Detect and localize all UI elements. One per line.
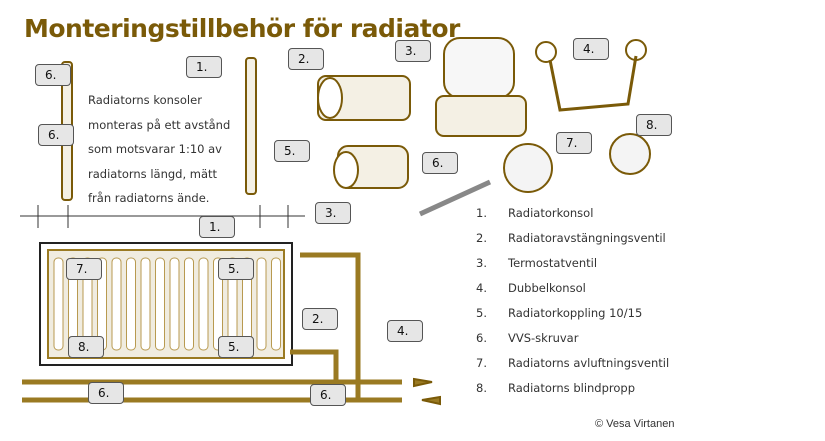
pipes xyxy=(22,252,402,403)
legend-num: 5. xyxy=(476,306,487,320)
callout: 6. xyxy=(310,384,346,406)
legend-label: Dubbelkonsol xyxy=(508,281,586,295)
thermostat-valve-3 xyxy=(443,37,515,99)
callout: 3. xyxy=(315,202,351,224)
page-title: Monteringstillbehör för radiator xyxy=(24,14,460,43)
callout: 6. xyxy=(35,64,71,86)
radiator-fin xyxy=(169,257,180,351)
radiator-fin xyxy=(111,257,122,351)
legend-num: 4. xyxy=(476,281,487,295)
radiator-fin xyxy=(126,257,136,351)
legend-item: 6. VVS-skruvar xyxy=(472,331,669,356)
callout: 3. xyxy=(395,40,431,62)
callout: 6. xyxy=(38,124,74,146)
mounting-note: Radiatorns konsoler monteras på ett avst… xyxy=(88,88,230,211)
legend-label: Radiatorkoppling 10/15 xyxy=(508,306,643,320)
callout: 7. xyxy=(556,132,592,154)
radiator-fin xyxy=(184,257,194,351)
callout: 7. xyxy=(66,258,102,280)
radiator-fin xyxy=(271,257,281,351)
legend-item: 7. Radiatorns avluftningsventil xyxy=(472,356,669,381)
radiator-fin xyxy=(140,257,151,351)
callout: 6. xyxy=(422,152,458,174)
legend-item: 8. Radiatorns blindpropp xyxy=(472,381,669,406)
legend-label: Radiatoravstängningsventil xyxy=(508,231,666,245)
note-line: monteras på ett avstånd xyxy=(88,117,231,132)
legend-item: 2. Radiatoravstängningsventil xyxy=(472,231,669,256)
callout: 8. xyxy=(636,114,672,136)
legend-num: 7. xyxy=(476,356,487,370)
plug-8 xyxy=(609,133,651,175)
callout: 5. xyxy=(218,336,254,358)
callout: 5. xyxy=(274,140,310,162)
legend-num: 8. xyxy=(476,381,487,395)
screw-6 xyxy=(418,179,492,217)
legend-num: 3. xyxy=(476,256,487,270)
arrow-right-icon xyxy=(413,377,433,388)
legend-item: 4. Dubbelkonsol xyxy=(472,281,669,306)
note-line: från radiatorns ände. xyxy=(88,191,210,205)
legend-num: 6. xyxy=(476,331,487,345)
legend-label: VVS-skruvar xyxy=(508,331,579,345)
radiator-fin xyxy=(53,257,64,351)
callout: 4. xyxy=(573,38,609,60)
note-line: som motsvarar 1:10 av xyxy=(88,142,222,156)
callout: 2. xyxy=(302,308,338,330)
callout: 2. xyxy=(288,48,324,70)
legend-label: Radiatorkonsol xyxy=(508,206,594,220)
legend-num: 2. xyxy=(476,231,487,245)
callout: 6. xyxy=(88,382,124,404)
radiator-fin xyxy=(256,257,267,351)
legend-num: 1. xyxy=(476,206,487,220)
note-line: Radiatorns konsoler xyxy=(88,93,202,107)
vent-7 xyxy=(503,143,553,193)
copyright: © Vesa Virtanen xyxy=(595,418,675,430)
legend-item: 5. Radiatorkoppling 10/15 xyxy=(472,306,669,331)
double-bracket-4 xyxy=(548,55,638,112)
radiator-fin xyxy=(155,257,165,351)
parts-legend: 1. Radiatorkonsol 2. Radiatoravstängningsv… xyxy=(472,206,669,406)
legend-label: Termostatventil xyxy=(508,256,598,270)
legend-label: Radiatorns avluftningsventil xyxy=(508,356,670,370)
legend-item: 1. Radiatorkonsol xyxy=(472,206,669,231)
radiator-fin xyxy=(198,257,209,351)
callout: 1. xyxy=(199,216,235,238)
callout: 5. xyxy=(218,258,254,280)
note-line: radiatorns längd, mätt xyxy=(88,166,218,181)
callout: 4. xyxy=(387,320,423,342)
legend-item: 3. Termostatventil xyxy=(472,256,669,281)
callout: 8. xyxy=(68,336,104,358)
bracket-1 xyxy=(245,57,257,195)
arrow-left-icon xyxy=(421,395,441,406)
legend-label: Radiatorns blindpropp xyxy=(508,381,636,395)
callout: 1. xyxy=(186,56,222,78)
